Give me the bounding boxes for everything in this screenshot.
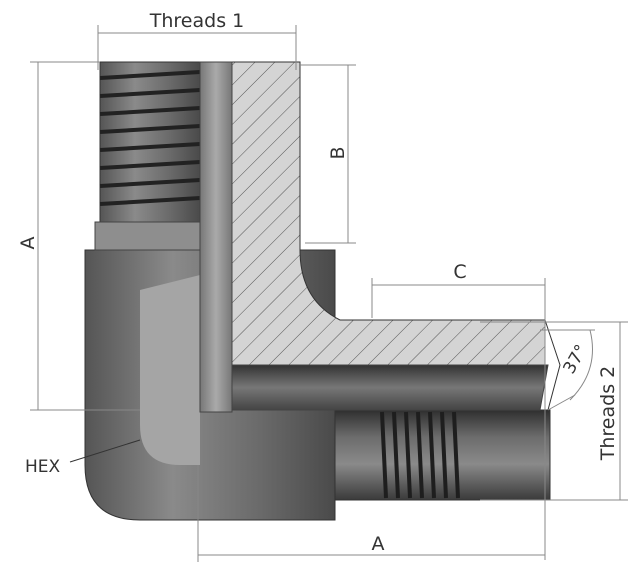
angle-label: 37° (559, 341, 591, 377)
hex-label: HEX (25, 457, 61, 477)
flare-cone (544, 319, 561, 411)
dim-b-label: B (327, 146, 349, 159)
thread-grooves-1 (99, 70, 201, 206)
threads2-label: Threads 2 (597, 366, 619, 461)
dimension-lines (30, 25, 628, 562)
dim-a-bottom-label: A (372, 533, 385, 555)
horizontal-bore (231, 364, 549, 411)
thread-grooves-2 (380, 411, 460, 499)
section-cut (231, 61, 546, 366)
vertical-threads (99, 61, 201, 223)
dim-c-label: C (453, 261, 466, 283)
vertical-bore (199, 61, 233, 413)
hex-face-light (140, 275, 200, 465)
dim-a-left-label: A (17, 237, 39, 250)
thread-relief (94, 221, 201, 251)
threads1-label: Threads 1 (149, 10, 244, 32)
hex-leader-line (69, 439, 141, 463)
